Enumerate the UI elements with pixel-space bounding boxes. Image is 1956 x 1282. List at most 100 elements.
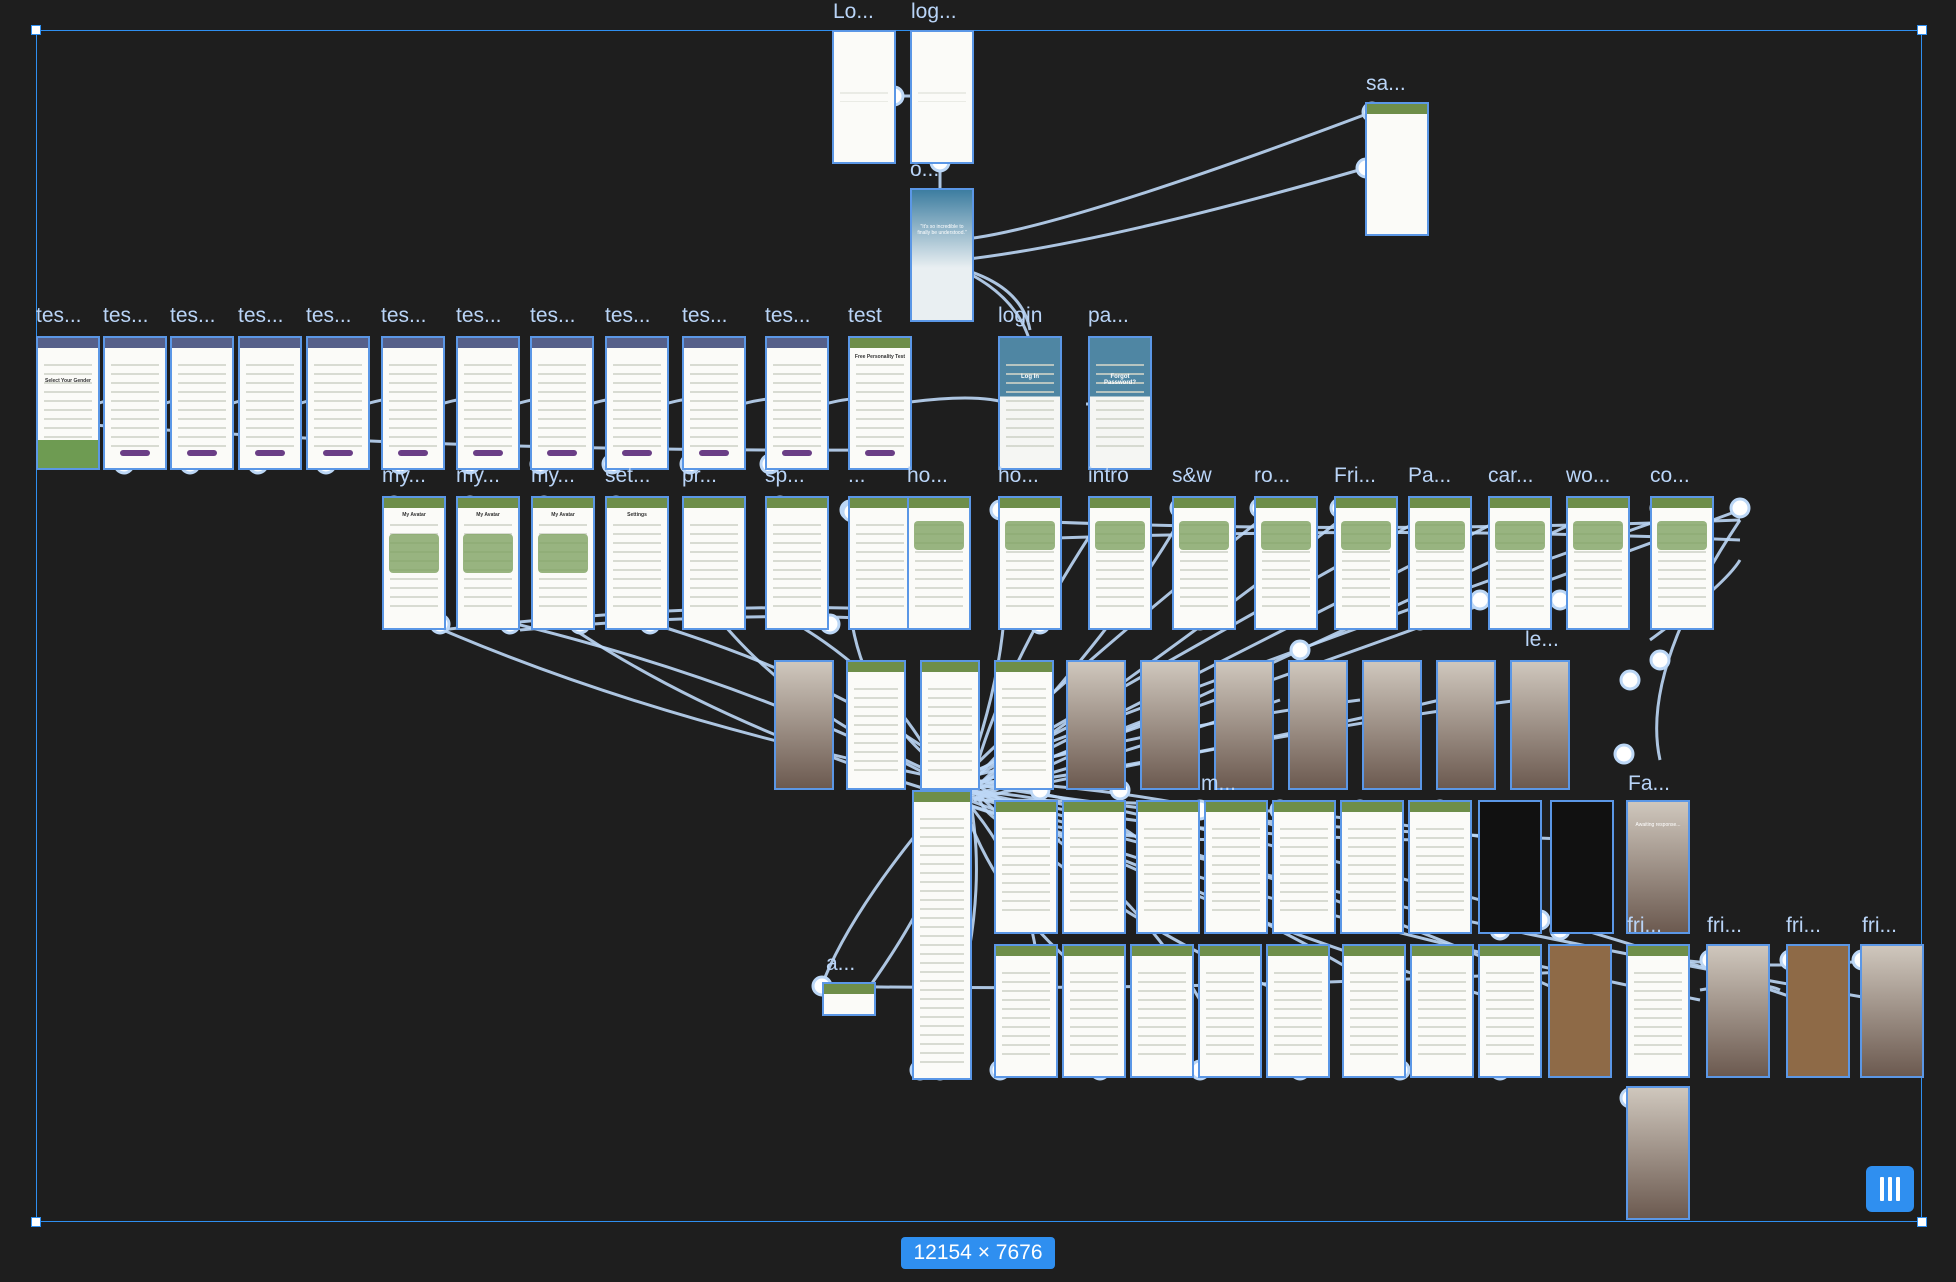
loading-frame[interactable]	[832, 30, 896, 164]
screen-frame-5[interactable]	[765, 496, 829, 630]
frame-label[interactable]: Pa...	[1408, 464, 1452, 487]
resize-handle-top-left[interactable]	[31, 25, 41, 35]
frame-label[interactable]: Lo...	[833, 0, 874, 23]
test-frame-2[interactable]	[170, 336, 234, 470]
frame-label[interactable]: wo...	[1566, 464, 1611, 487]
flow-frame-12[interactable]	[1062, 800, 1126, 934]
screen-frame-15[interactable]	[1566, 496, 1630, 630]
frame-label[interactable]: ho...	[998, 464, 1039, 487]
flow-frame-3[interactable]	[994, 660, 1054, 790]
flow-frame-15[interactable]	[1272, 800, 1336, 934]
test-frame-11[interactable]: Free Personality Test	[848, 336, 912, 470]
frame-label[interactable]: le...	[1525, 628, 1559, 651]
flow-frame-4[interactable]	[1066, 660, 1126, 790]
flow-frame-31[interactable]	[1706, 944, 1770, 1078]
frame-label[interactable]: tes...	[238, 304, 284, 327]
frame-label[interactable]: test	[848, 304, 882, 327]
save-frame[interactable]	[1365, 102, 1429, 236]
frame-label[interactable]: a...	[826, 952, 856, 975]
frame-label[interactable]: co...	[1650, 464, 1690, 487]
test-frame-7[interactable]	[530, 336, 594, 470]
frame-label[interactable]: fri...	[1627, 914, 1662, 937]
frame-label[interactable]: set...	[605, 464, 651, 487]
screen-frame-6[interactable]	[848, 496, 912, 630]
frame-label[interactable]: tes...	[36, 304, 82, 327]
flow-frame-35[interactable]	[912, 790, 972, 1080]
test-frame-6[interactable]	[456, 336, 520, 470]
flow-frame-2[interactable]	[920, 660, 980, 790]
flow-frame-5[interactable]	[1140, 660, 1200, 790]
selection-box[interactable]	[31, 25, 1927, 1227]
flow-frame-7[interactable]	[1288, 660, 1348, 790]
flow-frame-30[interactable]	[1626, 944, 1690, 1078]
frame-label[interactable]: login	[998, 304, 1043, 327]
test-frame-13[interactable]: Forgot Password?	[1088, 336, 1152, 470]
flow-frame-34[interactable]	[1626, 1086, 1690, 1220]
frame-label[interactable]: Fa...	[1628, 772, 1671, 795]
screen-frame-13[interactable]	[1408, 496, 1472, 630]
flow-frame-26[interactable]	[1342, 944, 1406, 1078]
test-frame-10[interactable]	[765, 336, 829, 470]
screen-frame-2[interactable]: My Avatar	[531, 496, 595, 630]
frame-label[interactable]: fri...	[1707, 914, 1742, 937]
flow-frame-0[interactable]	[774, 660, 834, 790]
screen-frame-7[interactable]	[907, 496, 971, 630]
screen-frame-1[interactable]: My Avatar	[456, 496, 520, 630]
frame-label[interactable]: tes...	[530, 304, 576, 327]
frame-label[interactable]: my...	[456, 464, 500, 487]
flow-frame-18[interactable]	[1478, 800, 1542, 934]
flow-frame-22[interactable]	[1062, 944, 1126, 1078]
screen-frame-16[interactable]	[1650, 496, 1714, 630]
screen-frame-4[interactable]	[682, 496, 746, 630]
frame-label[interactable]: fri...	[1862, 914, 1897, 937]
test-frame-5[interactable]	[381, 336, 445, 470]
flow-frame-21[interactable]	[994, 944, 1058, 1078]
frame-label[interactable]: log...	[911, 0, 957, 23]
frame-label[interactable]: ro...	[1254, 464, 1291, 487]
frame-label[interactable]: tes...	[605, 304, 651, 327]
frame-label[interactable]: o...	[910, 158, 940, 181]
frame-label[interactable]: fri...	[1786, 914, 1821, 937]
screen-frame-9[interactable]	[1088, 496, 1152, 630]
flow-frame-33[interactable]	[1860, 944, 1924, 1078]
screen-frame-10[interactable]	[1172, 496, 1236, 630]
logo-frame[interactable]	[910, 30, 974, 164]
frame-label[interactable]: s&w	[1172, 464, 1212, 487]
frame-label[interactable]: Fri...	[1334, 464, 1376, 487]
screen-frame-3[interactable]: Settings	[605, 496, 669, 630]
screen-frame-12[interactable]	[1334, 496, 1398, 630]
resize-handle-top-right[interactable]	[1917, 25, 1927, 35]
flow-frame-32[interactable]	[1786, 944, 1850, 1078]
test-frame-8[interactable]	[605, 336, 669, 470]
screen-frame-0[interactable]: My Avatar	[382, 496, 446, 630]
frame-label[interactable]: my...	[382, 464, 426, 487]
flow-frame-28[interactable]	[1478, 944, 1542, 1078]
frame-label[interactable]: sp...	[765, 464, 805, 487]
flow-frame-19[interactable]	[1550, 800, 1614, 934]
frame-label[interactable]: tes...	[682, 304, 728, 327]
test-frame-1[interactable]	[103, 336, 167, 470]
resize-handle-bottom-left[interactable]	[31, 1217, 41, 1227]
resize-handle-bottom-right[interactable]	[1917, 1217, 1927, 1227]
screen-frame-8[interactable]	[998, 496, 1062, 630]
frame-label[interactable]: ...	[848, 464, 866, 487]
flow-frame-16[interactable]	[1340, 800, 1404, 934]
frame-label[interactable]: sa...	[1366, 72, 1406, 95]
frame-label[interactable]: tes...	[381, 304, 427, 327]
onboarding-frame[interactable]: "It's so incredible to finally be unders…	[910, 188, 974, 322]
flow-frame-14[interactable]	[1204, 800, 1268, 934]
test-frame-12[interactable]: Log In	[998, 336, 1062, 470]
frame-label[interactable]: tes...	[306, 304, 352, 327]
flow-frame-11[interactable]	[994, 800, 1058, 934]
frame-label[interactable]: m...	[1201, 772, 1236, 795]
flow-frame-24[interactable]	[1198, 944, 1262, 1078]
screen-frame-14[interactable]	[1488, 496, 1552, 630]
flow-frame-36[interactable]	[822, 982, 876, 1016]
panel-toggle-button[interactable]	[1866, 1166, 1914, 1212]
frame-label[interactable]: tes...	[170, 304, 216, 327]
frame-label[interactable]: tes...	[765, 304, 811, 327]
flow-frame-20[interactable]: Awaiting response...	[1626, 800, 1690, 934]
flow-frame-8[interactable]	[1362, 660, 1422, 790]
frame-label[interactable]: ho...	[907, 464, 948, 487]
